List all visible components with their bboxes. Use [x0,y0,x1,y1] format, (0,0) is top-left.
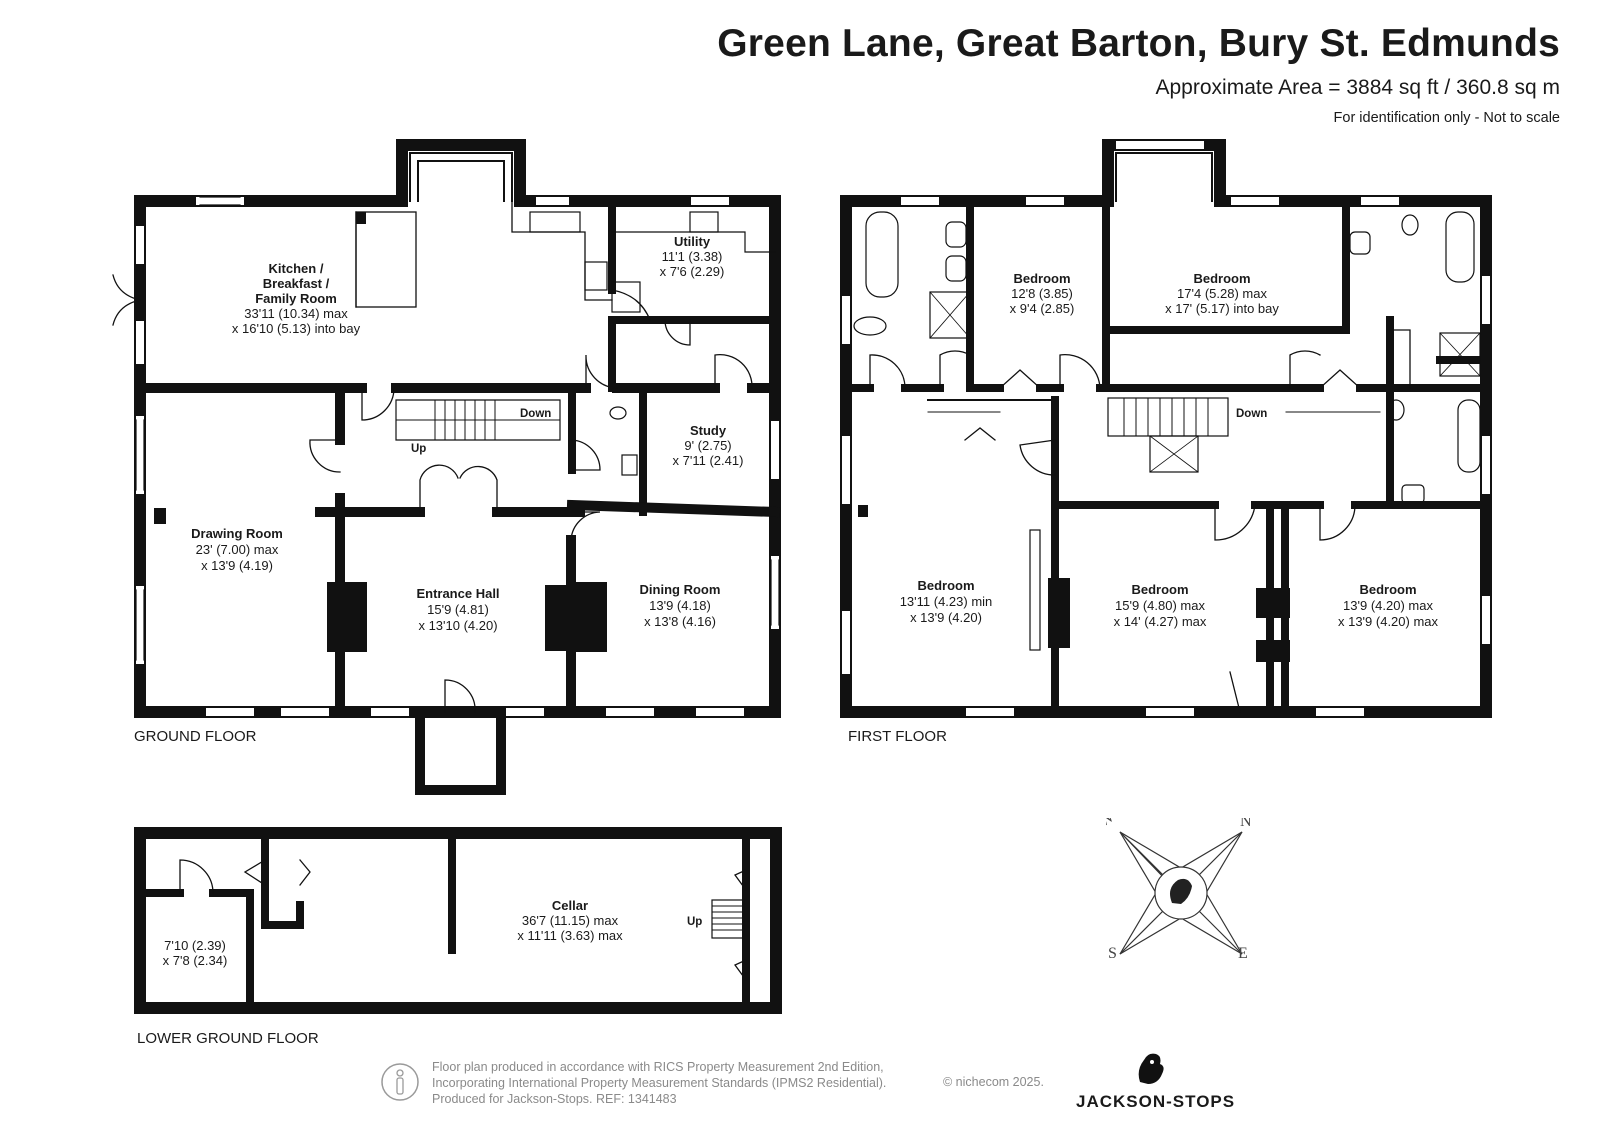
bedroom-4-dim-1: 15'9 (4.80) max [1115,598,1205,613]
bedroom-2-dim-1: 17'4 (5.28) max [1177,286,1267,301]
rics-logo-icon [381,1063,419,1101]
study-dim-1: 9' (2.75) [684,438,731,453]
bedroom-3-dim-2: x 13'9 (4.20) [910,610,982,625]
bedroom-2-name: Bedroom [1193,271,1250,286]
bedroom-1-dim-1: 12'8 (3.85) [1011,286,1073,301]
entrance-hall-name: Entrance Hall [416,586,499,601]
utility-name: Utility [674,234,711,249]
bedroom-5-dim-2: x 13'9 (4.20) max [1338,614,1439,629]
compass-icon: W N S E [1106,818,1252,962]
compass-w: W [1106,818,1118,831]
footer-line-1: Floor plan produced in accordance with R… [432,1060,884,1074]
brand-name: JACKSON-STOPS [1076,1092,1236,1111]
page-title: Green Lane, Great Barton, Bury St. Edmun… [717,22,1560,65]
bedroom-1-dim-2: x 9'4 (2.85) [1010,301,1075,316]
drawing-room-dim-2: x 13'9 (4.19) [201,558,273,573]
bedroom-2-dim-2: x 17' (5.17) into bay [1165,301,1279,316]
compass-e: E [1238,945,1248,962]
entrance-hall-dim-2: x 13'10 (4.20) [418,618,497,633]
entrance-hall-dim-1: 15'9 (4.81) [427,602,489,617]
jackson-stops-logo-icon [1138,1053,1164,1084]
lower-ground-floor-plan [134,827,782,1014]
compass-n: N [1240,818,1252,830]
approximate-area: Approximate Area = 3884 sq ft / 360.8 sq… [1155,76,1561,99]
kitchen-name-2: Breakfast / [263,276,330,291]
utility-dim-1: 11'1 (3.38) [662,249,723,264]
drawing-room-name: Drawing Room [191,526,283,541]
first-stairs-down: Down [1236,408,1267,420]
bedroom-1-name: Bedroom [1013,271,1070,286]
footer-line-3: Produced for Jackson-Stops. REF: 1341483 [432,1092,677,1106]
ground-floor-label: GROUND FLOOR [134,728,257,745]
footer-copyright: © nichecom 2025. [943,1075,1044,1089]
compass-s: S [1108,945,1117,962]
ground-stairs-up: Up [411,443,426,455]
cellar-name: Cellar [552,898,588,913]
cellar-stairs-up: Up [687,916,702,928]
room-labels: Kitchen / Breakfast / Family Room 33'11 … [163,234,1439,968]
stair-labels: Down Up Down Up [411,408,1267,928]
kitchen-dim-2: x 16'10 (5.13) into bay [232,321,361,336]
scale-note: For identification only - Not to scale [1333,110,1560,126]
dining-room-name: Dining Room [640,582,721,597]
bedroom-3-dim-1: 13'11 (4.23) min [900,594,993,609]
footer-legal: Floor plan produced in accordance with R… [432,1059,886,1107]
footer-line-2: Incorporating International Property Mea… [432,1076,887,1090]
first-floor-label: FIRST FLOOR [848,728,947,745]
ground-stairs-down: Down [520,408,551,420]
dining-room-dim-1: 13'9 (4.18) [649,598,711,613]
store-dim-2: x 7'8 (2.34) [163,953,228,968]
store-dim-1: 7'10 (2.39) [164,938,226,953]
kitchen-name-3: Family Room [255,291,337,306]
ground-floor-plan [112,139,781,795]
first-floor-plan [840,139,1492,718]
cellar-dim-2: x 11'11 (3.63) max [517,928,623,943]
lower-ground-floor-label: LOWER GROUND FLOOR [137,1030,319,1047]
kitchen-name-1: Kitchen / [269,261,324,276]
study-name: Study [690,423,727,438]
study-dim-2: x 7'11 (2.41) [673,453,744,468]
kitchen-dim-1: 33'11 (10.34) max [244,306,348,321]
drawing-room-dim-1: 23' (7.00) max [196,542,279,557]
cellar-dim-1: 36'7 (11.15) max [522,913,619,928]
dining-room-dim-2: x 13'8 (4.16) [644,614,716,629]
bedroom-3-name: Bedroom [917,578,974,593]
utility-dim-2: x 7'6 (2.29) [660,264,725,279]
bedroom-4-dim-2: x 14' (4.27) max [1114,614,1207,629]
bedroom-4-name: Bedroom [1131,582,1188,597]
bedroom-5-dim-1: 13'9 (4.20) max [1343,598,1433,613]
bedroom-5-name: Bedroom [1359,582,1416,597]
